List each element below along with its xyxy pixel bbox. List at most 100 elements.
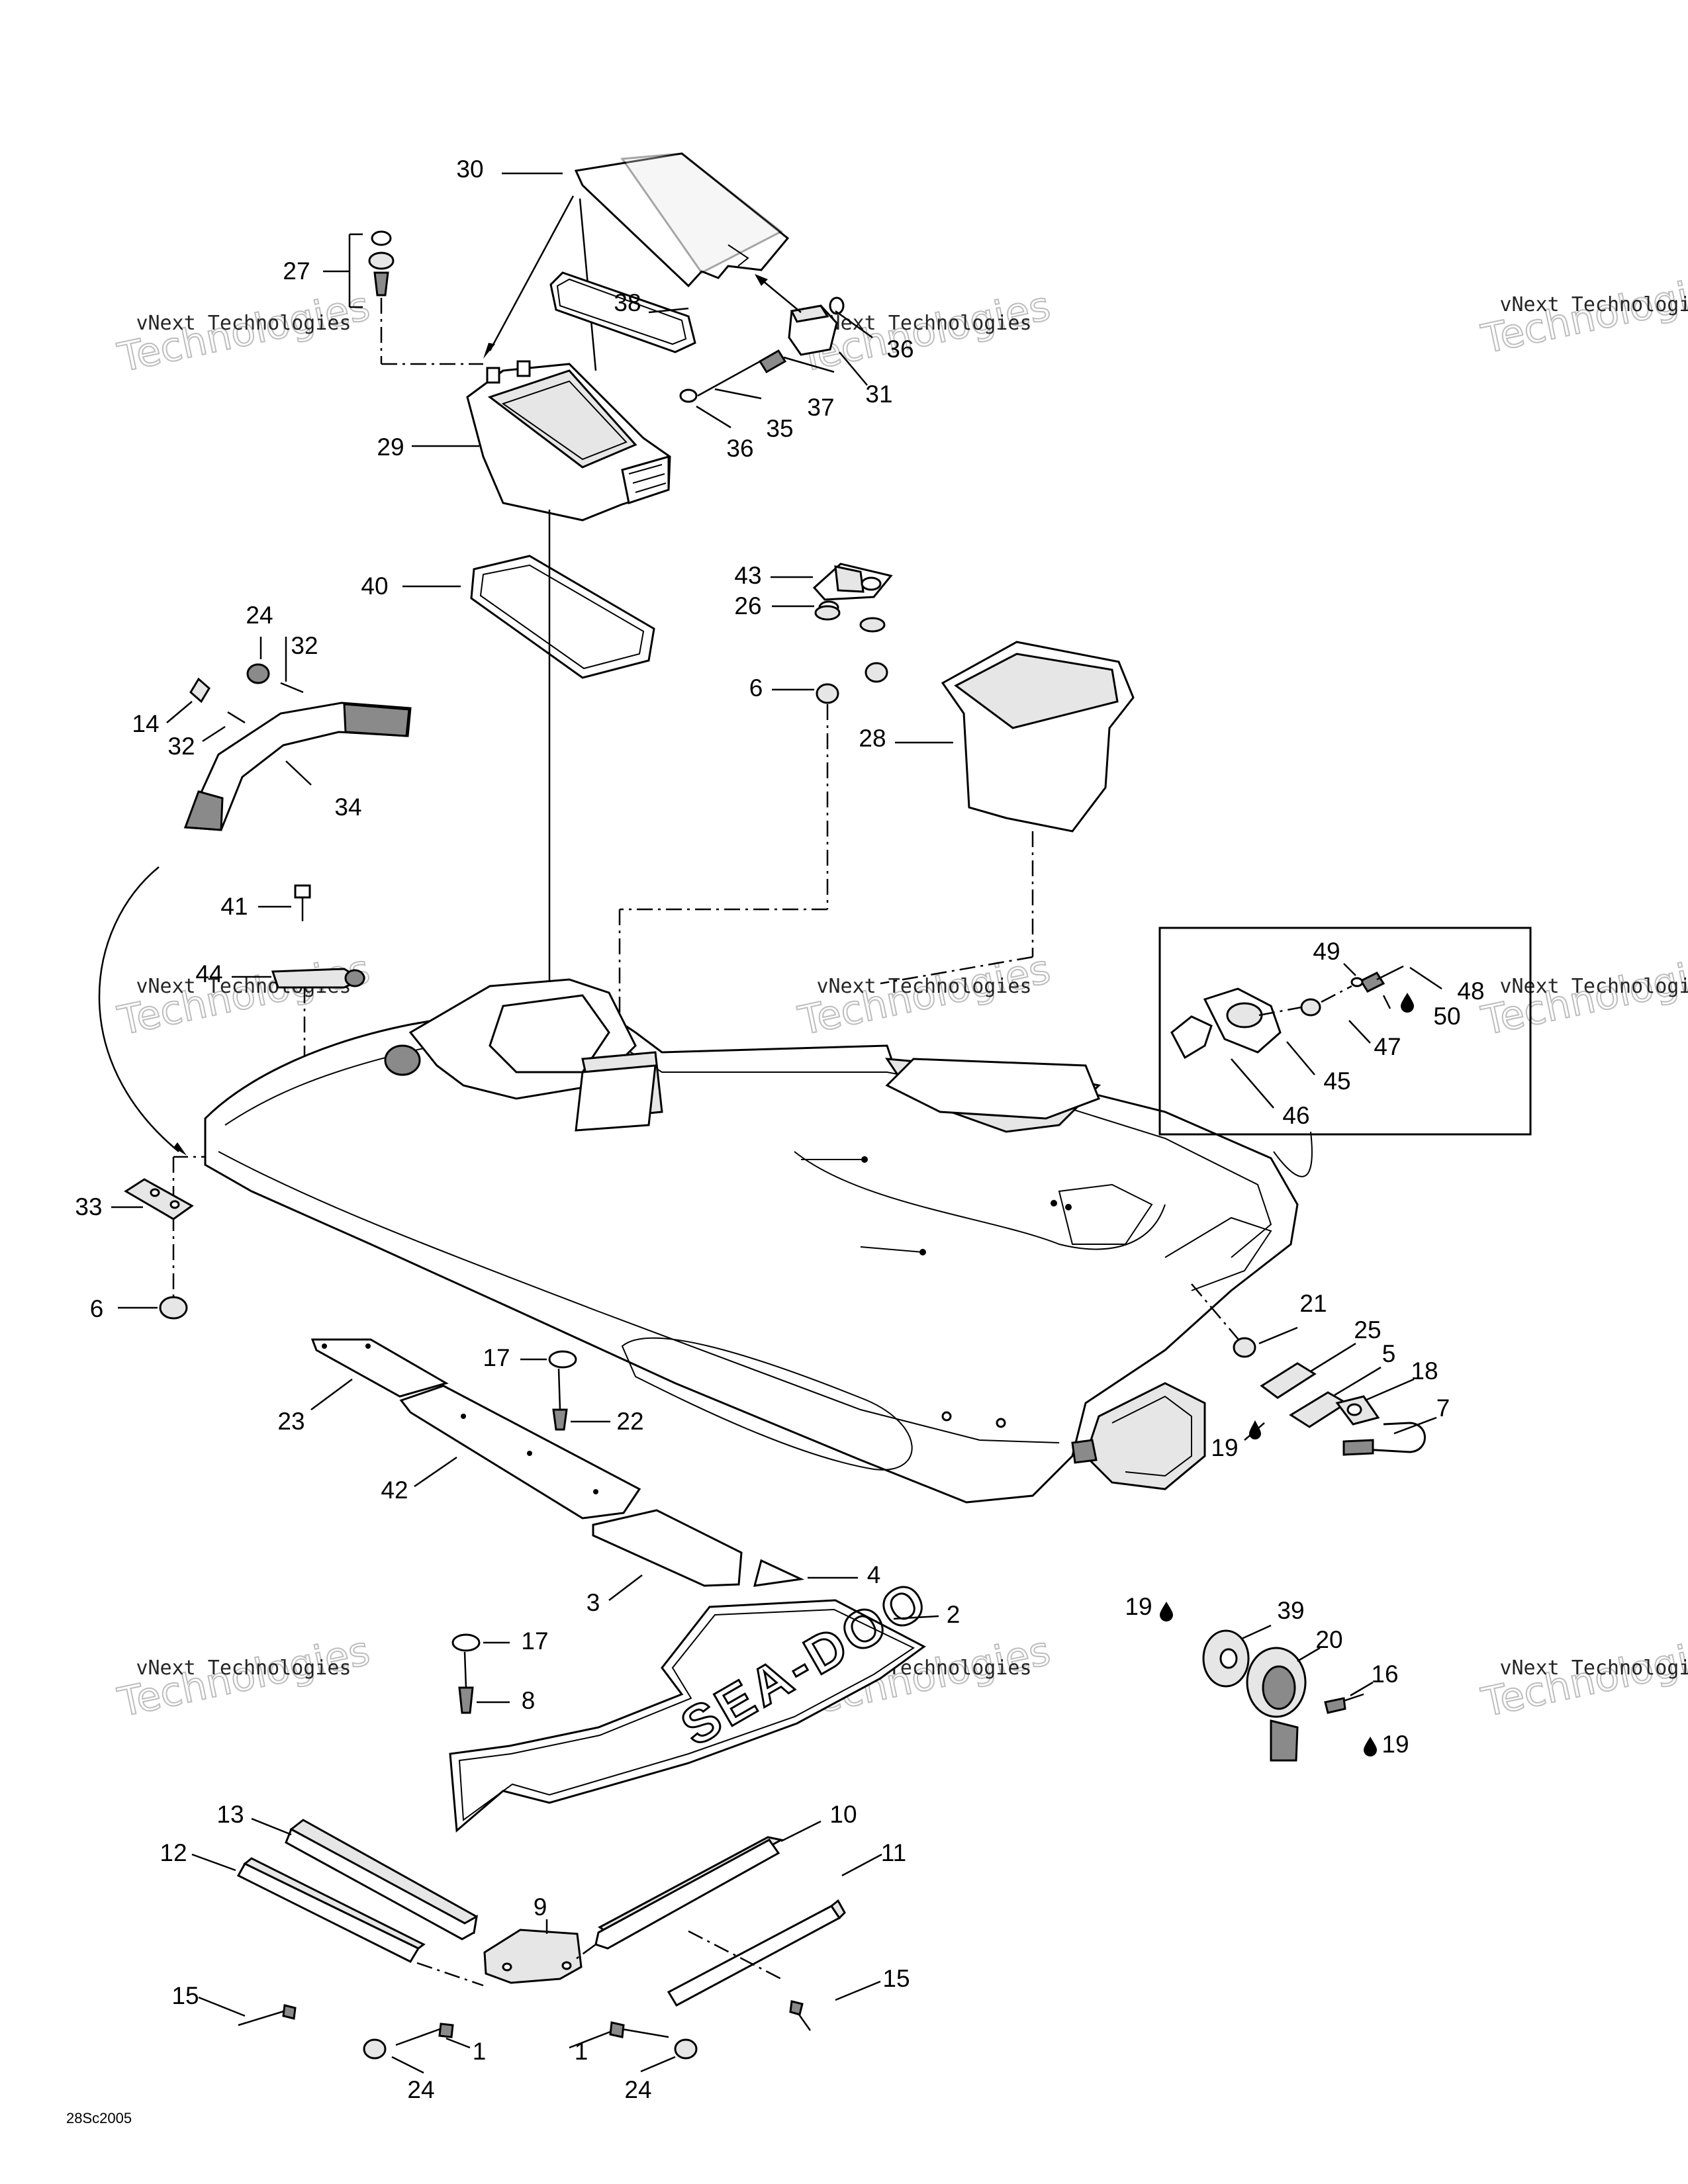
callout-c7: 7 bbox=[1436, 1394, 1450, 1422]
callout-c49: 49 bbox=[1313, 938, 1340, 965]
callout-c1b: 1 bbox=[575, 2038, 588, 2065]
callout-c9: 9 bbox=[534, 1893, 547, 1921]
drain-plug-group bbox=[1160, 1602, 1377, 1762]
part-34-handle bbox=[166, 637, 412, 831]
callout-c19a: 19 bbox=[1211, 1434, 1238, 1461]
part-40-gasket bbox=[470, 555, 655, 679]
callout-c8: 8 bbox=[522, 1687, 536, 1714]
callout-c44: 44 bbox=[195, 960, 222, 987]
callout-c15b: 15 bbox=[882, 1965, 910, 1992]
part-42-plate bbox=[399, 1385, 641, 1520]
callout-c23: 23 bbox=[277, 1408, 305, 1435]
hull-body bbox=[204, 978, 1313, 1504]
callout-c35: 35 bbox=[766, 415, 793, 442]
callout-c29: 29 bbox=[377, 433, 404, 461]
callout-c31: 31 bbox=[865, 381, 892, 408]
part-11-rail bbox=[667, 1853, 882, 2007]
callout-c33: 33 bbox=[75, 1193, 102, 1220]
callout-c1a: 1 bbox=[473, 2038, 487, 2065]
part-17-8-plug bbox=[451, 1633, 510, 1714]
part-10-rail bbox=[575, 1820, 821, 1960]
callout-c27: 27 bbox=[283, 257, 310, 285]
bottom-fasteners bbox=[198, 1980, 881, 2074]
callout-c34: 34 bbox=[334, 794, 361, 821]
part-33-clip bbox=[111, 1178, 194, 1320]
callout-c21: 21 bbox=[1299, 1290, 1327, 1317]
part-12-rail bbox=[191, 1853, 484, 1987]
callout-c6a: 6 bbox=[749, 674, 763, 702]
part-13-rail bbox=[251, 1817, 478, 1940]
callout-c17a: 17 bbox=[483, 1344, 510, 1371]
watermark-small-text: vNext Technologies bbox=[136, 1657, 351, 1680]
part-29-storage-tub bbox=[466, 360, 671, 522]
part-17-22-plug bbox=[520, 1350, 610, 1431]
callout-c37: 37 bbox=[807, 394, 834, 421]
callout-c48: 48 bbox=[1457, 978, 1484, 1005]
part-28-storage-bin bbox=[880, 641, 1135, 985]
part-23-plate bbox=[310, 1338, 449, 1411]
callout-c4: 4 bbox=[867, 1561, 881, 1588]
callout-c6b: 6 bbox=[90, 1295, 104, 1322]
watermark-small-text: vNext Technologies bbox=[1499, 975, 1688, 998]
callout-c45: 45 bbox=[1323, 1068, 1350, 1095]
callout-c26: 26 bbox=[734, 592, 761, 619]
callout-c5: 5 bbox=[1382, 1340, 1396, 1367]
part-38-gasket bbox=[549, 271, 696, 353]
part-9-cap bbox=[483, 1919, 583, 1984]
latch-assembly bbox=[679, 274, 873, 429]
callout-c12: 12 bbox=[160, 1839, 187, 1866]
bracket-group bbox=[1233, 1326, 1437, 1456]
detail-inset bbox=[1158, 927, 1532, 1136]
watermark-small-text: vNext Technologies bbox=[816, 312, 1031, 335]
callout-c20: 20 bbox=[1315, 1626, 1342, 1653]
watermark-small-text: vNext Technologies bbox=[136, 312, 351, 335]
callout-c32a: 32 bbox=[291, 632, 318, 659]
callout-c50: 50 bbox=[1433, 1003, 1460, 1030]
callout-c36b: 36 bbox=[726, 435, 753, 462]
figure-code: 28Sc2005 bbox=[66, 2110, 132, 2126]
callout-c11: 11 bbox=[881, 1839, 906, 1866]
callout-c32b: 32 bbox=[167, 733, 195, 760]
callout-c25: 25 bbox=[1354, 1316, 1381, 1343]
callout-c17b: 17 bbox=[521, 1627, 548, 1655]
callout-c15a: 15 bbox=[171, 1982, 199, 2009]
part-4-wedge bbox=[753, 1559, 858, 1587]
callout-c41: 41 bbox=[220, 893, 248, 920]
callout-c42: 42 bbox=[381, 1477, 408, 1504]
part-27-fastener bbox=[323, 230, 483, 365]
callout-c24b: 24 bbox=[407, 2076, 434, 2103]
callout-c47: 47 bbox=[1374, 1033, 1401, 1060]
callout-c24a: 24 bbox=[246, 602, 273, 629]
callout-c39: 39 bbox=[1277, 1597, 1304, 1624]
callout-c19c: 19 bbox=[1382, 1731, 1409, 1758]
callout-c43: 43 bbox=[734, 562, 761, 589]
callout-c46: 46 bbox=[1282, 1102, 1309, 1129]
callout-c36a: 36 bbox=[886, 336, 914, 363]
callout-c2: 2 bbox=[947, 1601, 961, 1628]
callout-c40: 40 bbox=[361, 572, 388, 600]
part-3-plate bbox=[592, 1509, 743, 1601]
watermark-small-text: vNext Technologies bbox=[1499, 1657, 1688, 1680]
callout-c16: 16 bbox=[1371, 1661, 1398, 1688]
callout-c10: 10 bbox=[829, 1801, 857, 1828]
callout-c28: 28 bbox=[859, 725, 886, 752]
part-41-bolt bbox=[258, 884, 311, 921]
part-30-storage-cover bbox=[574, 152, 790, 288]
watermark-small-text: vNext Technologies bbox=[816, 975, 1031, 998]
callout-c24c: 24 bbox=[624, 2076, 651, 2103]
callout-c22: 22 bbox=[616, 1408, 643, 1435]
callout-c30: 30 bbox=[456, 156, 483, 183]
callout-c38: 38 bbox=[614, 289, 641, 316]
callout-c13: 13 bbox=[216, 1801, 244, 1828]
callout-c3: 3 bbox=[586, 1589, 600, 1616]
